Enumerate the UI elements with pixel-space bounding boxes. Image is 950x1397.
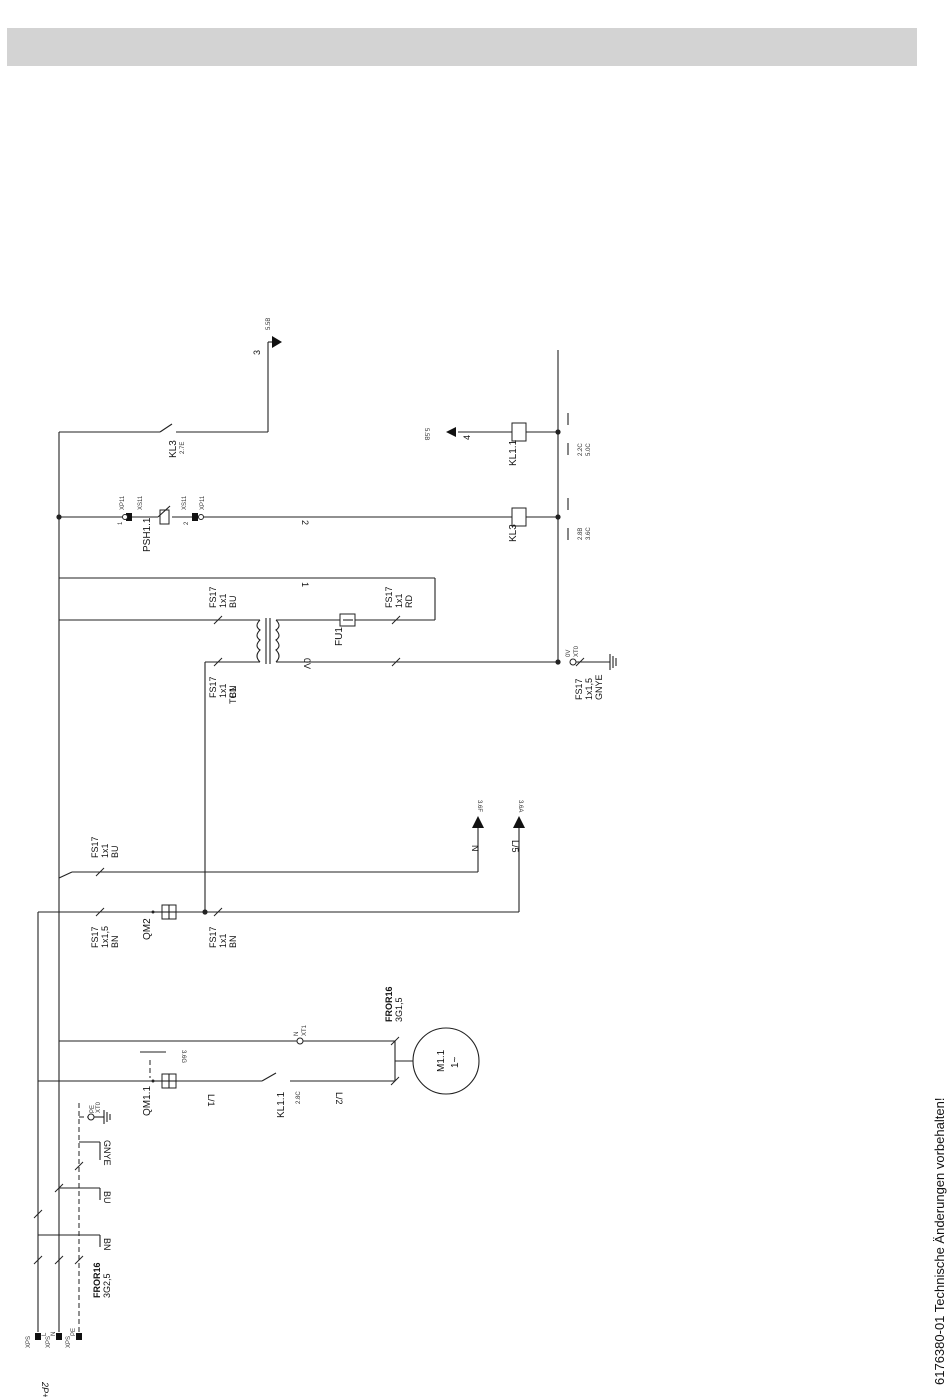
qm2-breaker — [151, 904, 177, 920]
labels: XPS L XPS N XPS PE 2P+T 16A FROR16 3G2,5… — [26, 318, 604, 1397]
supply-plug-label-l: XPS — [26, 1336, 32, 1348]
pe-terminal-strip: XT0 — [96, 1101, 102, 1113]
supply-l-label: L — [42, 1332, 48, 1336]
fu1-wire-color: RD — [404, 595, 414, 608]
wires — [37, 341, 610, 1332]
supply-rating: 2P+T 16A — [40, 1381, 50, 1397]
fu1-name: FU1 — [334, 627, 345, 646]
kl11-contact-ref: 2.8C — [296, 1091, 302, 1104]
fu1-wire-size: 1x1 — [394, 593, 404, 608]
motor-strip: XT1 — [302, 1024, 308, 1036]
kl3-contact-name: KL3 — [168, 440, 179, 458]
psh-xs-2: XS11 — [182, 495, 188, 510]
coil-kl11 — [511, 422, 527, 442]
wire-color-ticks — [38, 1141, 101, 1247]
pe-terminal — [79, 1110, 111, 1124]
transformer-tc1 — [256, 618, 280, 664]
fs17-n-color: BU — [110, 845, 120, 858]
psh-pin-2: 2 — [184, 521, 190, 525]
tc1-bu-type: FS17 — [208, 586, 218, 608]
psh-wire: 2 — [300, 520, 310, 525]
zero-v-cable-type: FS17 — [574, 678, 584, 700]
supply-plug-label-pe: XPS — [66, 1336, 72, 1348]
qm2-name: QM2 — [142, 918, 153, 940]
kl3-coil-name: KL3 — [508, 524, 519, 542]
out-l5-ref: 3.6A — [517, 800, 523, 812]
psh-xp-2: XP11 — [200, 495, 206, 510]
tc1-bn-color: BN — [228, 685, 238, 698]
kl11-contact-wire: L/2 — [334, 1092, 344, 1105]
zero-v-wire: 0V — [302, 658, 312, 669]
qm1-breaker — [151, 1073, 177, 1089]
zero-v-strip: XT0 — [574, 645, 580, 657]
supply-pe-label: PE — [71, 1328, 77, 1336]
cable-in-size: 3G2,5 — [102, 1273, 112, 1298]
tc1-name: TC1 — [228, 687, 238, 704]
footer-note: 6176380-01 Technische Änderungen vorbeha… — [932, 1097, 947, 1385]
kl11-coil-ref2: 5.0C — [586, 443, 592, 456]
tc1-bu-color: BU — [228, 595, 238, 608]
pressure-switch-psh — [122, 505, 204, 525]
out-n-label: N — [470, 845, 480, 852]
fs17-n-type: FS17 — [90, 836, 100, 858]
zero-v-cable-color: GNYE — [594, 674, 604, 700]
supply-plug — [35, 1333, 82, 1340]
qm1-name: QM1.1 — [142, 1086, 153, 1116]
out-l5-label: L/5 — [510, 840, 520, 853]
motor-cable-size: 3G1,5 — [394, 997, 404, 1022]
psh-pin-1: 1 — [118, 521, 124, 525]
arrows — [272, 336, 525, 828]
fs17-qm2-in-color: BN — [110, 935, 120, 948]
fs17-qm2-in-type: FS17 — [90, 926, 100, 948]
fs17-qm2-out-type: FS17 — [208, 926, 218, 948]
kl11-coil-in-ref: 5.5B — [423, 428, 429, 440]
kl11-coil-name: KL1.1 — [508, 439, 519, 466]
motor-n-terminal — [296, 1037, 304, 1045]
kl11-contact-name: KL1.1 — [276, 1091, 287, 1118]
psh-xp-1: XP11 — [120, 495, 126, 510]
supply-plug-label-n: XPS — [46, 1336, 52, 1348]
psh-xs-1: XS11 — [138, 495, 144, 510]
tc1-bn-size: 1x1 — [218, 683, 228, 698]
kl3-coil-ref1: 2.8B — [578, 528, 584, 540]
psh-name: PSH1.1 — [142, 517, 153, 552]
wire-color-gnye: GNYE — [102, 1140, 112, 1166]
cable-marks — [33, 615, 585, 1265]
kl11-coil-in: 4 — [462, 435, 472, 440]
motor-name: M1.1 — [436, 1049, 447, 1072]
fuse-fu1 — [339, 613, 356, 627]
out-n-ref: 3.6F — [476, 800, 482, 812]
junctions — [56, 429, 561, 915]
zero-v-cable-size: 1x1,5 — [584, 678, 594, 700]
motor-n-term: N — [294, 1032, 300, 1036]
tc1-bu-size: 1x1 — [218, 593, 228, 608]
motor-cable-type: FROR16 — [384, 986, 394, 1022]
zero-v-terminal — [569, 654, 617, 670]
header-bar — [7, 28, 917, 66]
kl3-out: 3 — [252, 350, 262, 355]
kl3-coil-ref2: 3.6C — [586, 527, 592, 540]
pe-terminal-name: PE — [90, 1105, 96, 1113]
qm1-ref: 3.6G — [180, 1050, 186, 1063]
fs17-qm2-in-size: 1x1,5 — [100, 926, 110, 948]
supply-n-label: N — [51, 1332, 57, 1336]
fs17-qm2-out-size: 1x1 — [218, 933, 228, 948]
zero-v-term: 0V — [566, 650, 572, 657]
kl3-contact-ref: 2.7E — [180, 442, 186, 454]
motor-type: 1~ — [450, 1056, 461, 1068]
qm1-wire: L/1 — [206, 1094, 216, 1107]
fu1-wire-type: FS17 — [384, 586, 394, 608]
fu1-mark: 1 — [300, 582, 310, 587]
cable-in-type: FROR16 — [92, 1262, 102, 1298]
wire-color-bn: BN — [102, 1238, 112, 1251]
kl3-out-ref: 5.5B — [266, 318, 272, 330]
fs17-qm2-out-color: BN — [228, 935, 238, 948]
tc1-bn-type: FS17 — [208, 676, 218, 698]
coil-kl3 — [511, 507, 527, 527]
wire-color-bu: BU — [102, 1191, 112, 1204]
kl11-coil-ref1: 2.2C — [578, 443, 584, 456]
fs17-n-size: 1x1 — [100, 843, 110, 858]
motor-m1 — [395, 1027, 480, 1095]
